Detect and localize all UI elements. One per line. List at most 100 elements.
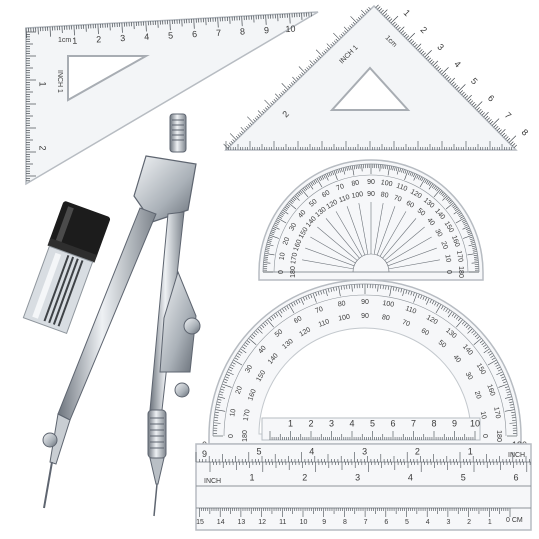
inner-scale-number: 150 xyxy=(255,369,267,383)
tick xyxy=(467,328,473,334)
tick xyxy=(241,16,243,27)
tick xyxy=(49,26,51,37)
tick xyxy=(298,299,301,304)
tick xyxy=(508,135,517,143)
tick xyxy=(264,251,269,253)
tick xyxy=(291,198,296,202)
tick xyxy=(488,352,493,356)
tick xyxy=(265,107,268,110)
tick xyxy=(325,173,329,181)
tick xyxy=(494,362,499,365)
tick xyxy=(247,116,254,124)
base-cm-number: 4 xyxy=(349,418,354,428)
tick xyxy=(247,124,251,127)
compass-holder-screw-2 xyxy=(174,382,190,398)
tick xyxy=(309,60,315,65)
lead-4 xyxy=(57,260,84,327)
outer-scale-number: 90 xyxy=(361,299,369,306)
ruler-top-inch-label: INCH xyxy=(508,452,525,459)
tick xyxy=(317,291,320,296)
ruler-bottom-number: 12 xyxy=(258,519,266,526)
radial-line xyxy=(373,203,384,255)
tick xyxy=(473,251,478,253)
radial-line xyxy=(358,203,369,255)
tick xyxy=(214,411,219,414)
base-cm-number: 7 xyxy=(411,418,416,428)
tick xyxy=(446,76,450,80)
tick xyxy=(193,18,195,29)
tick xyxy=(257,328,263,334)
tick xyxy=(214,414,219,416)
outer-scale-number: 170 xyxy=(455,250,464,263)
tick xyxy=(439,69,443,73)
tick xyxy=(377,284,379,292)
tick xyxy=(474,101,483,109)
outer-scale-number: 110 xyxy=(395,183,408,193)
tick xyxy=(434,186,438,191)
compass-right-needle xyxy=(153,483,158,517)
tick xyxy=(292,76,297,82)
ruler-middle-number: 1 xyxy=(249,472,254,482)
radial-line xyxy=(386,236,432,264)
tick xyxy=(444,74,448,79)
tick xyxy=(451,203,456,207)
tick xyxy=(454,208,459,212)
tick xyxy=(496,366,501,370)
tick xyxy=(316,57,320,60)
tick xyxy=(279,309,283,314)
outer-scale-number: 30 xyxy=(244,364,254,374)
tick xyxy=(337,169,340,174)
tick xyxy=(419,178,426,188)
outer-scale-number: 0 xyxy=(228,434,235,438)
tick xyxy=(338,286,341,297)
tick xyxy=(491,118,500,126)
tick xyxy=(221,386,226,389)
tick xyxy=(466,94,472,101)
tick xyxy=(330,43,333,47)
tick xyxy=(503,134,507,138)
tick xyxy=(248,338,257,345)
tick xyxy=(325,289,328,297)
inner-scale-number: 110 xyxy=(338,194,351,204)
ruler-bottom-number: 4 xyxy=(426,519,430,526)
tick xyxy=(389,286,392,297)
protractor-large-window xyxy=(258,327,472,435)
tick xyxy=(402,169,405,174)
tick xyxy=(397,26,401,31)
set-square-left-top-number: 9 xyxy=(264,25,270,35)
tick xyxy=(424,297,428,301)
tick xyxy=(228,142,232,146)
tick xyxy=(385,14,389,19)
tick xyxy=(261,110,265,114)
tick xyxy=(425,180,429,184)
tick xyxy=(333,287,335,292)
ruler-top-number: 3 xyxy=(362,446,367,456)
tick xyxy=(330,171,333,176)
tick xyxy=(461,91,465,96)
set-square-left-cutout xyxy=(67,55,150,102)
tick xyxy=(267,319,274,328)
tick xyxy=(307,294,310,299)
outer-scale-number: 100 xyxy=(380,179,393,188)
tick xyxy=(413,173,417,181)
tick xyxy=(294,195,300,201)
tick xyxy=(419,176,422,181)
tick xyxy=(392,286,395,291)
lead-case-cap-highlight xyxy=(55,206,74,243)
lead-2 xyxy=(48,256,75,324)
inner-scale-number: 60 xyxy=(420,327,430,337)
outer-scale-number: 120 xyxy=(409,188,423,200)
tick xyxy=(471,102,475,106)
outer-scale-number: 100 xyxy=(382,300,395,309)
tick xyxy=(352,22,356,25)
tick xyxy=(273,314,277,318)
tick xyxy=(422,295,425,300)
set-square-right-side-number: 2 xyxy=(280,109,291,120)
tick xyxy=(275,221,280,224)
tick xyxy=(220,388,225,391)
tick xyxy=(414,43,418,48)
tick xyxy=(265,321,269,325)
tick xyxy=(457,317,461,322)
